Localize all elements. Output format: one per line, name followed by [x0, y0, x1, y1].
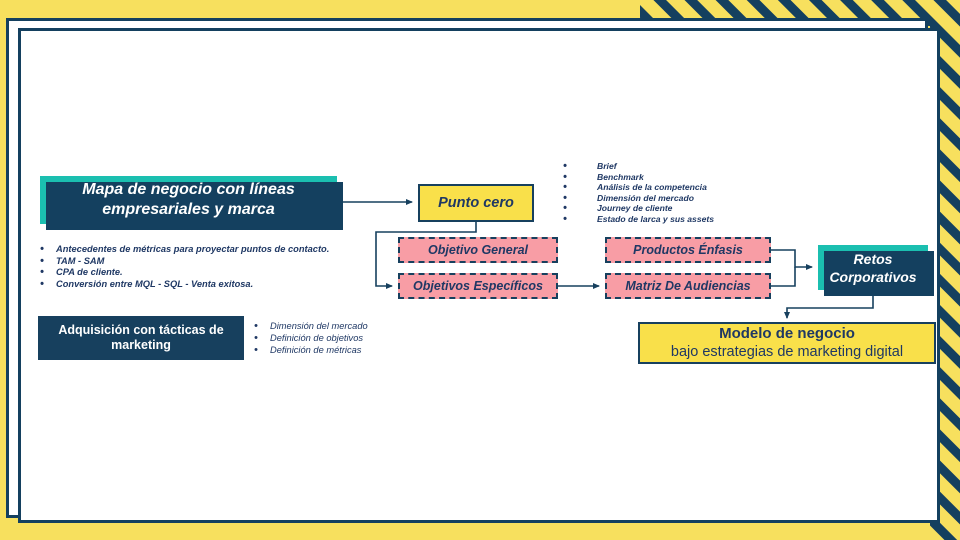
node-objetivos-especificos[interactable]: Objetivos Específicos — [398, 273, 558, 299]
list-brief: Brief Benchmark Análisis de la competenc… — [563, 161, 793, 225]
node-objetivo-general-label: Objetivo General — [427, 243, 529, 257]
list-item: Dimensión del mercado — [563, 193, 793, 204]
list-item: Análisis de la competencia — [563, 182, 793, 193]
node-mapa-label: Mapa de negocio con líneas empresariales… — [82, 181, 295, 218]
node-matriz-de-audiencias-label: Matriz De Audiencias — [625, 279, 751, 293]
node-modelo-de-negocio[interactable]: Modelo de negocio bajo estrategias de ma… — [638, 322, 936, 364]
node-adquisicion-label: Adquisición con tácticas de marketing — [58, 323, 224, 352]
node-punto-cero[interactable]: Punto cero — [418, 184, 534, 222]
node-adquisicion[interactable]: Adquisición con tácticas de marketing — [38, 316, 244, 360]
node-retos-corporativos-label: Retos Corporativos — [829, 250, 917, 285]
node-retos-corporativos[interactable]: Retos Corporativos — [818, 245, 934, 296]
list-item: Antecedentes de métricas para proyectar … — [40, 244, 330, 256]
list-item: Estado de larca y sus assets — [563, 214, 793, 225]
node-productos-enfasis[interactable]: Productos Énfasis — [605, 237, 771, 263]
list-metricas: Antecedentes de métricas para proyectar … — [40, 244, 330, 290]
list-item: Benchmark — [563, 172, 793, 183]
node-objetivo-general[interactable]: Objetivo General — [398, 237, 558, 263]
node-modelo-title: Modelo de negocio — [719, 325, 855, 342]
node-objetivos-especificos-label: Objetivos Específicos — [413, 279, 543, 293]
list-item: Brief — [563, 161, 793, 172]
list-item: Dimensión del mercado — [254, 320, 404, 332]
list-item: Journey de cliente — [563, 203, 793, 214]
list-item: Definición de métricas — [254, 344, 404, 356]
node-matriz-de-audiencias[interactable]: Matriz De Audiencias — [605, 273, 771, 299]
node-punto-cero-label: Punto cero — [438, 195, 514, 211]
list-item: TAM - SAM — [40, 256, 330, 268]
list-item: Conversión entre MQL - SQL - Venta exito… — [40, 279, 330, 291]
node-mapa-de-negocio[interactable]: Mapa de negocio con líneas empresariales… — [40, 176, 343, 230]
node-productos-enfasis-label: Productos Énfasis — [633, 243, 743, 257]
node-modelo-subtitle: bajo estrategias de marketing digital — [670, 344, 904, 360]
list-adquisicion: Dimensión del mercado Definición de obje… — [254, 320, 404, 357]
list-item: Definición de objetivos — [254, 332, 404, 344]
list-item: CPA de cliente. — [40, 267, 330, 279]
